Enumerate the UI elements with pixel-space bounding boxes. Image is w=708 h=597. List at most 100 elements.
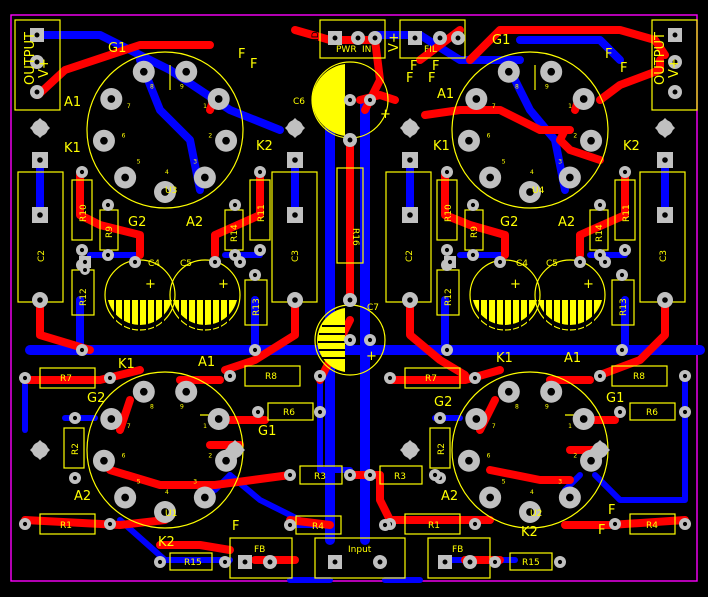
- label-r11-left: R11: [257, 204, 267, 222]
- label-r14-right: R14: [595, 224, 605, 242]
- tube-pin-number: 2: [208, 453, 212, 460]
- drill-hole: [566, 173, 574, 182]
- tube-pin-number: 6: [487, 133, 491, 140]
- label-u2-g2: G2: [434, 395, 452, 410]
- drill-hole: [367, 337, 373, 343]
- drill-hole: [227, 373, 233, 379]
- board-outline: [10, 14, 698, 582]
- drill-hole: [132, 259, 138, 265]
- label-u2-g1: G1: [606, 391, 624, 406]
- drill-hole: [472, 415, 481, 423]
- drill-hole: [347, 97, 353, 103]
- label-c3-left: C3: [291, 250, 301, 262]
- drill-hole: [37, 297, 43, 303]
- drill-hole: [662, 297, 668, 303]
- label-r8-left: R8: [265, 372, 277, 382]
- drill-hole: [161, 508, 169, 516]
- drill-hole: [526, 508, 534, 516]
- label-u3-k2: K2: [256, 139, 273, 154]
- drill-hole: [597, 373, 603, 379]
- drill-hole: [222, 559, 228, 565]
- tube-pin-number: 9: [180, 84, 184, 91]
- tube-pin-number: 5: [502, 159, 506, 166]
- mounting-hole: [285, 118, 305, 138]
- label-u1: U1: [165, 509, 177, 519]
- tube-pin-number: 5: [137, 479, 141, 486]
- label-c7-plus: +: [366, 349, 377, 364]
- drill-hole: [622, 169, 628, 175]
- tube-pin-number: 5: [137, 159, 141, 166]
- label-u4-a1: A1: [437, 87, 454, 102]
- label-c4-right: C4: [516, 259, 528, 269]
- label-input: Input: [348, 545, 372, 555]
- drill-hole: [566, 493, 574, 502]
- label-u4-k2: K2: [623, 139, 640, 154]
- drill-hole: [121, 493, 129, 502]
- tube-pin-number: 8: [150, 404, 154, 411]
- label-f-fil-2: F: [428, 71, 435, 86]
- tube-pin-number: 9: [545, 84, 549, 91]
- drill-hole: [682, 373, 688, 379]
- drill-hole: [37, 212, 43, 218]
- label-u3-a1: A1: [64, 95, 81, 110]
- drill-hole: [214, 95, 223, 103]
- label-r3-right: R3: [394, 472, 406, 482]
- label-u1-a1: A1: [198, 355, 215, 370]
- drill-hole: [257, 169, 263, 175]
- drill-hole: [387, 375, 393, 381]
- drill-hole: [267, 559, 273, 565]
- label-r1-left: R1: [60, 521, 72, 531]
- drill-hole: [287, 522, 293, 528]
- drill-hole: [437, 415, 443, 421]
- drill-hole: [662, 157, 668, 163]
- label-u2-f2: F: [608, 503, 615, 518]
- mounting-hole: [400, 440, 420, 460]
- drill-hole: [121, 173, 129, 182]
- tube-pin-number: 8: [515, 84, 519, 91]
- label-fb-left: FB: [254, 545, 265, 555]
- tube-pin-number: 8: [150, 84, 154, 91]
- drill-hole: [34, 89, 40, 95]
- drill-hole: [182, 67, 191, 76]
- drill-hole: [347, 472, 353, 478]
- label-f-fil-1: F: [406, 71, 413, 86]
- label-r7-right: R7: [425, 374, 437, 384]
- drill-hole: [347, 297, 353, 303]
- drill-hole: [232, 252, 238, 258]
- drill-hole: [252, 347, 258, 353]
- tube-pin-number: 7: [492, 103, 496, 110]
- label-u3-f1: F: [238, 47, 245, 62]
- tube-pin-number: 7: [127, 103, 131, 110]
- drill-hole: [622, 247, 628, 253]
- mounting-hole: [30, 440, 50, 460]
- drill-hole: [617, 409, 623, 415]
- drill-hole: [467, 559, 473, 565]
- label-r13-right: R13: [619, 298, 629, 316]
- label-c5-left-plus: +: [218, 277, 229, 292]
- label-vplus-left: V+: [37, 58, 52, 78]
- drill-hole: [547, 387, 556, 396]
- tube-pin-number: 1: [203, 423, 207, 430]
- drill-hole: [317, 373, 323, 379]
- drill-hole: [79, 247, 85, 253]
- drill-hole: [577, 259, 583, 265]
- drill-hole: [619, 272, 625, 278]
- drill-hole: [447, 259, 453, 265]
- drill-hole: [587, 136, 595, 145]
- drill-hole: [492, 559, 498, 565]
- drill-hole: [237, 259, 243, 265]
- label-u1-g1: G1: [258, 424, 276, 439]
- label-r8-right: R8: [633, 372, 645, 382]
- label-u2-a2: A2: [441, 489, 458, 504]
- drill-hole: [526, 188, 534, 196]
- drill-hole: [139, 387, 148, 396]
- drill-hole: [432, 472, 438, 478]
- label-r11-right: R11: [622, 204, 632, 222]
- drill-hole: [232, 202, 238, 208]
- drill-hole: [444, 247, 450, 253]
- drill-hole: [34, 59, 40, 65]
- drill-hole: [105, 202, 111, 208]
- drill-hole: [602, 259, 608, 265]
- drill-hole: [317, 409, 323, 415]
- drill-hole: [579, 415, 588, 423]
